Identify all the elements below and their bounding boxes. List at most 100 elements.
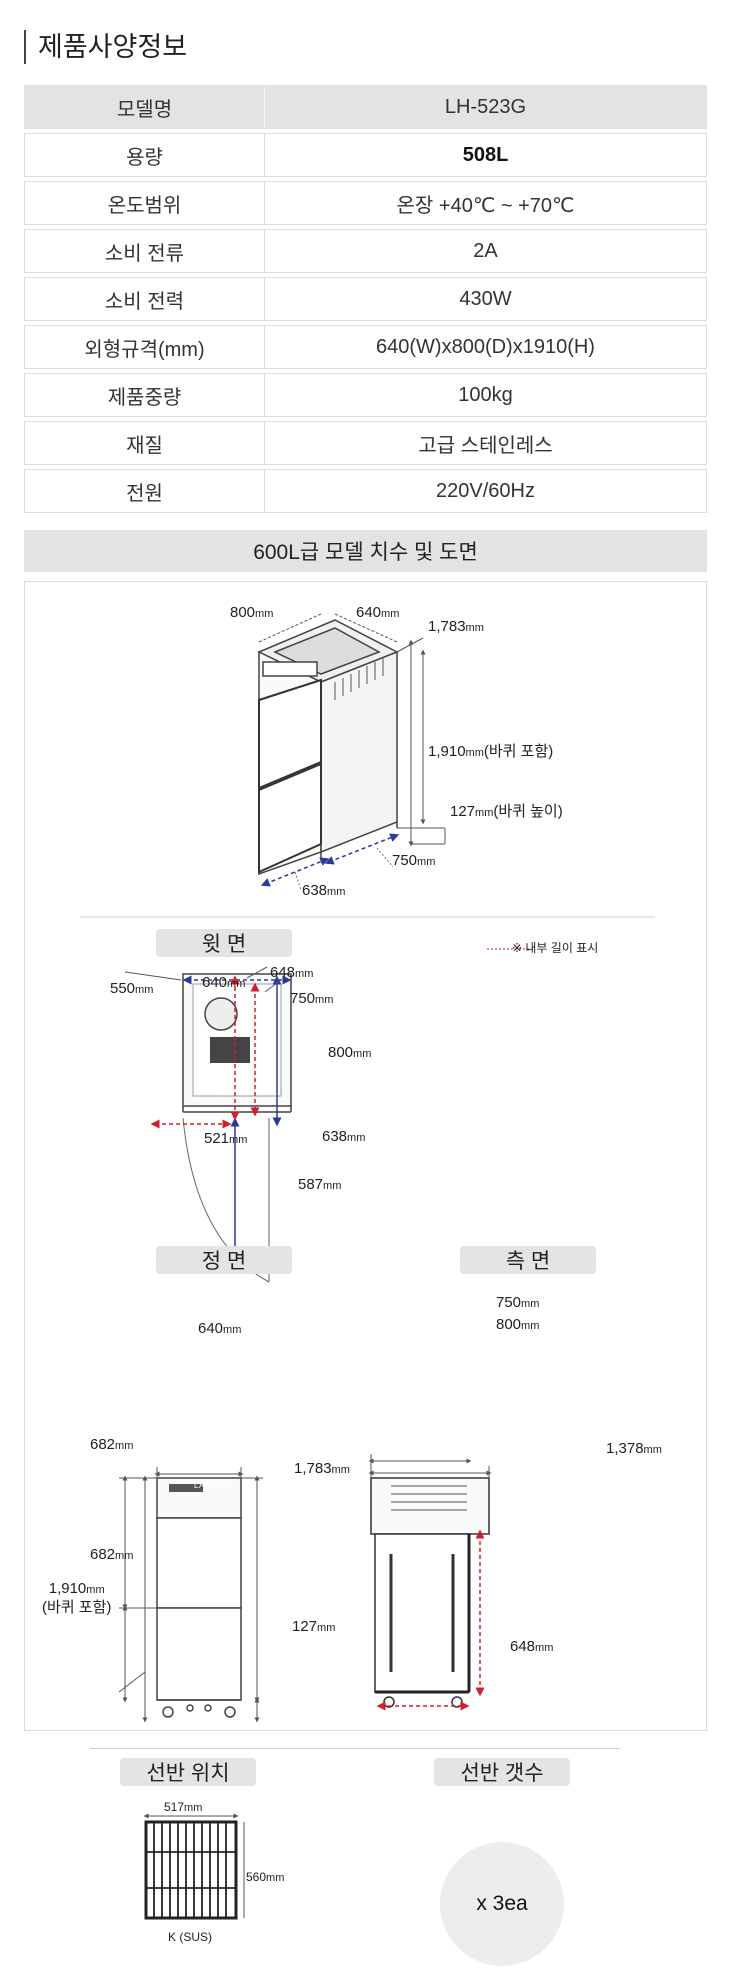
dim-value: 750 <box>290 990 316 1007</box>
dim-value: 638 <box>322 1128 348 1145</box>
top-550-label: 550mm <box>110 980 153 997</box>
dim-note: (바퀴 포함) <box>42 1599 112 1616</box>
shelf-grid-icon <box>143 1813 245 1920</box>
spec-key: 온도범위 <box>25 182 265 224</box>
iso-width-value: 640 <box>356 604 382 621</box>
top-view <box>182 973 292 1283</box>
spec-table: 모델명 LH-523G 용량 508L 온도범위 온장 +40℃ ~ +70℃ … <box>24 85 707 517</box>
top-640-label: 640mm <box>202 974 245 991</box>
unit: mm <box>475 807 494 819</box>
dim-value: 587 <box>298 1176 324 1193</box>
unit: mm <box>317 1622 336 1634</box>
top-638-label: 638mm <box>322 1128 365 1145</box>
unit: mm <box>347 1132 366 1144</box>
dim-value: 1,378 <box>606 1440 644 1457</box>
side-1378-label: 1,378mm <box>606 1440 662 1457</box>
dim-value: 521 <box>204 1130 230 1147</box>
spec-key: 모델명 <box>25 86 265 128</box>
dim-value: 550 <box>110 980 136 997</box>
dim-value: 648 <box>270 964 296 981</box>
spec-key: 전원 <box>25 470 265 512</box>
unit: mm <box>331 1464 350 1476</box>
dim-value: 517 <box>164 1800 185 1814</box>
spec-key: 재질 <box>25 422 265 464</box>
side-view <box>370 1477 490 1708</box>
iso-inner-width-value: 638 <box>302 882 328 899</box>
dim-value: 560 <box>246 1870 267 1884</box>
dim-value: 1,910 <box>48 1580 87 1597</box>
drawing-section-title: 600L급 모델 치수 및 도면 <box>24 530 707 572</box>
iso-width-label: 640mm <box>356 604 399 621</box>
iso-depth-value: 800 <box>230 604 256 621</box>
spec-value: 430W <box>459 287 512 310</box>
unit: mm <box>115 1440 134 1452</box>
dim-value: 682 <box>90 1436 116 1453</box>
front-127-label: 127mm <box>292 1618 335 1635</box>
top-521-label: 521mm <box>204 1130 247 1147</box>
divider <box>90 1748 620 1749</box>
spec-value: 508L <box>462 143 509 166</box>
spec-key: 외형규격(mm) <box>25 326 265 368</box>
side-view-label: 측 면 <box>460 1246 596 1274</box>
top-587-label: 587mm <box>298 1176 341 1193</box>
iso-wheel-label: 127mm(바퀴 높이) <box>450 800 563 821</box>
iso-height-total-note: (바퀴 포함) <box>483 743 554 760</box>
spec-value: 고급 스테인레스 <box>418 434 553 457</box>
dim-value: 682 <box>90 1546 116 1563</box>
front-682b-label: 682mm <box>90 1546 133 1563</box>
side-800-label: 800mm <box>496 1316 539 1333</box>
iso-height-top-value: 1,783 <box>428 618 466 635</box>
spec-row-weight: 제품중량 100kg <box>24 373 707 417</box>
unit: mm <box>327 886 346 898</box>
spec-row-current: 소비 전류 2A <box>24 229 707 273</box>
spec-key: 소비 전력 <box>25 278 265 320</box>
unit: mm <box>227 978 246 990</box>
unit: mm <box>115 1550 134 1562</box>
unit: mm <box>255 608 274 620</box>
unit: mm <box>417 856 436 868</box>
spec-row-power-supply: 전원 220V/60Hz <box>24 469 707 513</box>
shelf-width-label: 517mm <box>164 1800 202 1814</box>
spec-value: 220V/60Hz <box>436 479 535 502</box>
drawing-panel <box>24 581 707 1731</box>
front-view <box>156 1477 242 1718</box>
unit: mm <box>465 747 484 759</box>
brand-logo: LASSELE <box>194 1481 234 1490</box>
spec-row-temperature: 온도범위 온장 +40℃ ~ +70℃ <box>24 181 707 225</box>
iso-inner-width-label: 638mm <box>302 882 345 899</box>
spec-key: 용량 <box>25 134 265 176</box>
technical-drawing <box>80 613 655 1723</box>
top-750-label: 750mm <box>290 990 333 1007</box>
top-800-label: 800mm <box>328 1044 371 1061</box>
iso-height-top-label: 1,783mm <box>428 618 484 635</box>
shelf-position-label: 선반 위치 <box>120 1758 256 1786</box>
shelf-height-label: 560mm <box>246 1870 284 1884</box>
unit: mm <box>521 1298 540 1310</box>
spec-row-capacity: 용량 508L <box>24 133 707 177</box>
unit: mm <box>465 622 484 634</box>
dim-value: 800 <box>328 1044 354 1061</box>
front-682a-label: 682mm <box>90 1436 133 1453</box>
front-view-label: 정 면 <box>156 1246 292 1274</box>
iso-wheel-note: (바퀴 높이) <box>493 803 563 820</box>
unit: mm <box>229 1134 248 1146</box>
inner-length-legend: ※ 내부 길이 표시 <box>512 941 599 955</box>
spec-key: 제품중량 <box>25 374 265 416</box>
unit: mm <box>135 984 154 996</box>
unit: mm <box>315 994 334 1006</box>
iso-wheel-value: 127 <box>450 803 476 820</box>
iso-height-total-value: 1,910 <box>428 743 466 760</box>
iso-height-total-label: 1,910mm(바퀴 포함) <box>428 740 553 761</box>
shelf-count-value: x 3ea <box>476 1892 528 1915</box>
unit: mm <box>381 608 400 620</box>
spec-row-dimensions: 외형규격(mm) 640(W)x800(D)x1910(H) <box>24 325 707 369</box>
dim-value: 800 <box>496 1316 522 1333</box>
unit: mm <box>643 1444 662 1456</box>
front-640-label: 640mm <box>198 1320 241 1337</box>
spec-value: 온장 +40℃ ~ +70℃ <box>396 194 575 217</box>
page-title: 제품사양정보 <box>24 30 187 64</box>
unit: mm <box>86 1584 105 1596</box>
iso-inner-depth-value: 750 <box>392 852 418 869</box>
spec-value: LH-523G <box>444 95 527 118</box>
spec-row-power: 소비 전력 430W <box>24 277 707 321</box>
